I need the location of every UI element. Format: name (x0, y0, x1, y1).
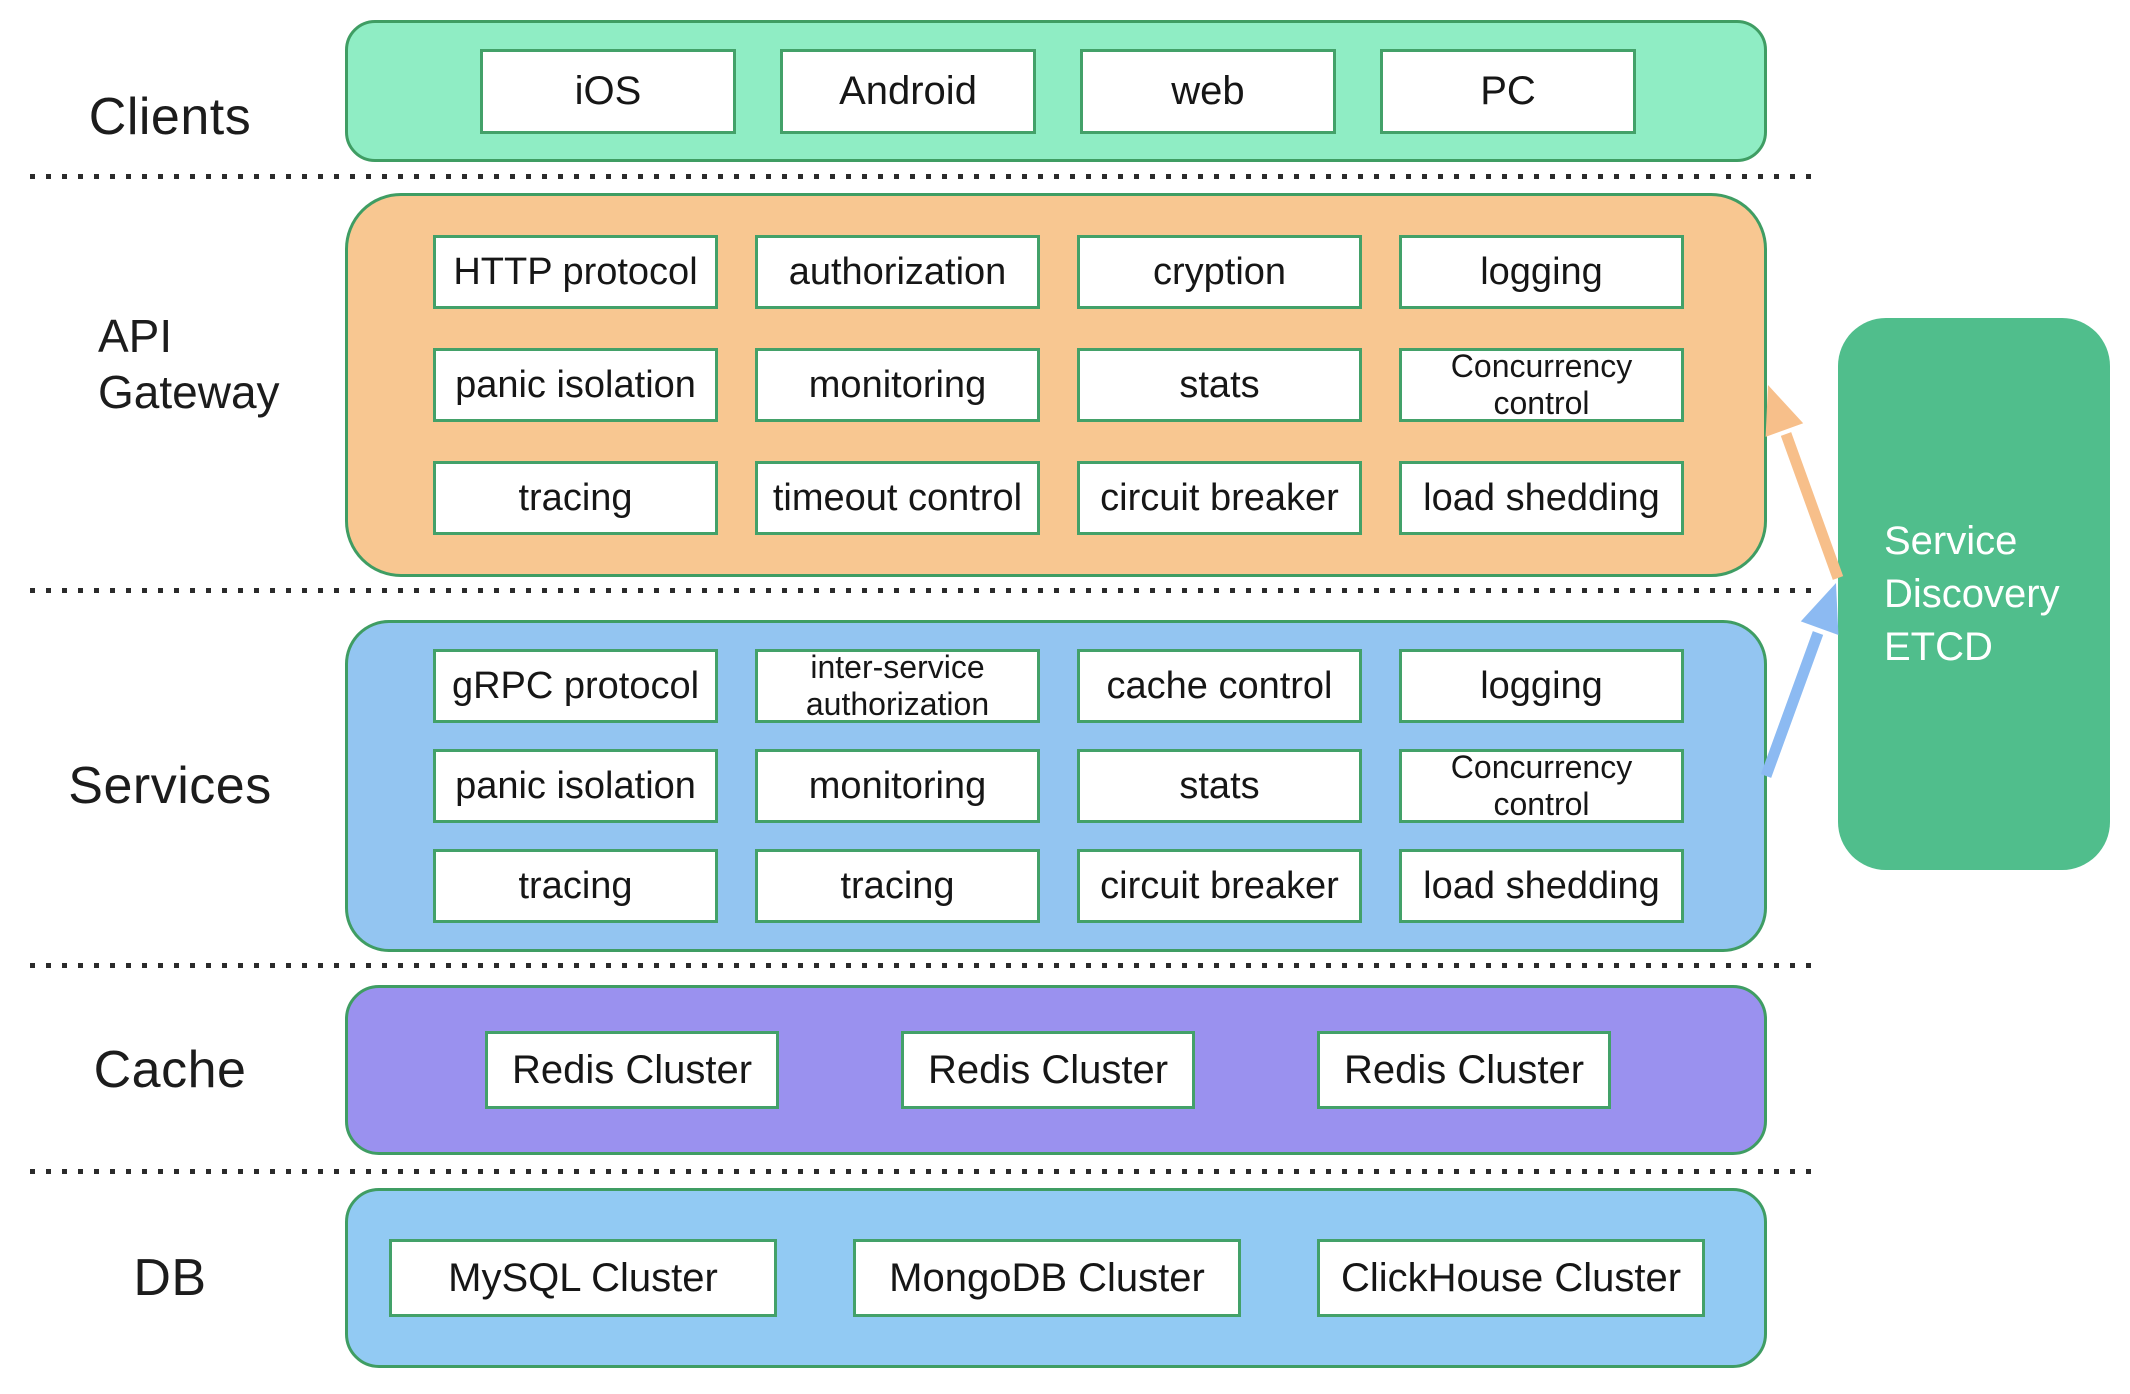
layer-label-services: Services (68, 757, 272, 815)
service-cell-logging: logging (1399, 649, 1684, 723)
gateway-cell-concurrency-control: Concurrency control (1399, 348, 1684, 422)
layer-label-clients: Clients (88, 88, 252, 146)
service-cell-monitoring: monitoring (755, 749, 1040, 823)
gateway-cell-monitoring: monitoring (755, 348, 1040, 422)
services-band: gRPC protocol inter-service authorizatio… (345, 620, 1767, 952)
service-cell-grpc-protocol: gRPC protocol (433, 649, 718, 723)
cache-box-redis-2: Redis Cluster (901, 1031, 1195, 1109)
etcd-label-line1: Service (1884, 518, 2018, 563)
separator-cache-db (30, 1169, 1815, 1174)
gateway-cell-tracing: tracing (433, 461, 718, 535)
cache-band: Redis Cluster Redis Cluster Redis Cluste… (345, 985, 1767, 1155)
service-cell-circuit-breaker: circuit breaker (1077, 849, 1362, 923)
service-cell-concurrency-control: Concurrency control (1399, 749, 1684, 823)
cache-box-redis-3: Redis Cluster (1317, 1031, 1611, 1109)
db-box-mongodb: MongoDB Cluster (853, 1239, 1241, 1317)
service-discovery-etcd-box: Service Discovery ETCD (1838, 318, 2110, 870)
service-cell-panic-isolation: panic isolation (433, 749, 718, 823)
service-cell-tracing-1: tracing (433, 849, 718, 923)
etcd-label-line2: Discovery (1884, 571, 2060, 616)
layer-label-api-gateway: API Gateway (98, 308, 280, 420)
gateway-cell-panic-isolation: panic isolation (433, 348, 718, 422)
layer-label-cache: Cache (93, 1041, 247, 1099)
gateway-cell-load-shedding: load shedding (1399, 461, 1684, 535)
clients-band: iOS Android web PC (345, 20, 1767, 162)
gateway-cell-timeout-control: timeout control (755, 461, 1040, 535)
client-box-android: Android (780, 48, 1036, 134)
client-box-ios: iOS (480, 48, 736, 134)
gateway-cell-stats: stats (1077, 348, 1362, 422)
service-cell-cache-control: cache control (1077, 649, 1362, 723)
service-cell-tracing-2: tracing (755, 849, 1040, 923)
cache-box-redis-1: Redis Cluster (485, 1031, 779, 1109)
db-box-clickhouse: ClickHouse Cluster (1317, 1239, 1705, 1317)
layer-label-db: DB (133, 1249, 207, 1307)
service-cell-stats: stats (1077, 749, 1362, 823)
services-grid: gRPC protocol inter-service authorizatio… (348, 623, 1764, 949)
separator-clients-gateway (30, 174, 1815, 179)
client-box-pc: PC (1380, 48, 1636, 134)
gateway-cell-authorization: authorization (755, 235, 1040, 309)
gateway-cell-circuit-breaker: circuit breaker (1077, 461, 1362, 535)
service-cell-load-shedding: load shedding (1399, 849, 1684, 923)
api-gateway-grid: HTTP protocol authorization cryption log… (348, 196, 1764, 574)
gateway-cell-cryption: cryption (1077, 235, 1362, 309)
api-gateway-band: HTTP protocol authorization cryption log… (345, 193, 1767, 577)
layer-label-api-gateway-line1: API (98, 310, 173, 362)
etcd-label-line3: ETCD (1884, 624, 1993, 669)
arrow-services-to-etcd (1760, 583, 1839, 778)
gateway-cell-logging: logging (1399, 235, 1684, 309)
separator-gateway-services (30, 588, 1815, 593)
layer-label-api-gateway-line2: Gateway (98, 366, 280, 418)
db-box-mysql: MySQL Cluster (389, 1239, 777, 1317)
db-band: MySQL Cluster MongoDB Cluster ClickHouse… (345, 1188, 1767, 1368)
gateway-cell-http-protocol: HTTP protocol (433, 235, 718, 309)
client-box-web: web (1080, 48, 1336, 134)
separator-services-cache (30, 963, 1815, 968)
arrow-etcd-to-gateway (1765, 385, 1844, 580)
service-cell-inter-service-authorization: inter-service authorization (755, 649, 1040, 723)
